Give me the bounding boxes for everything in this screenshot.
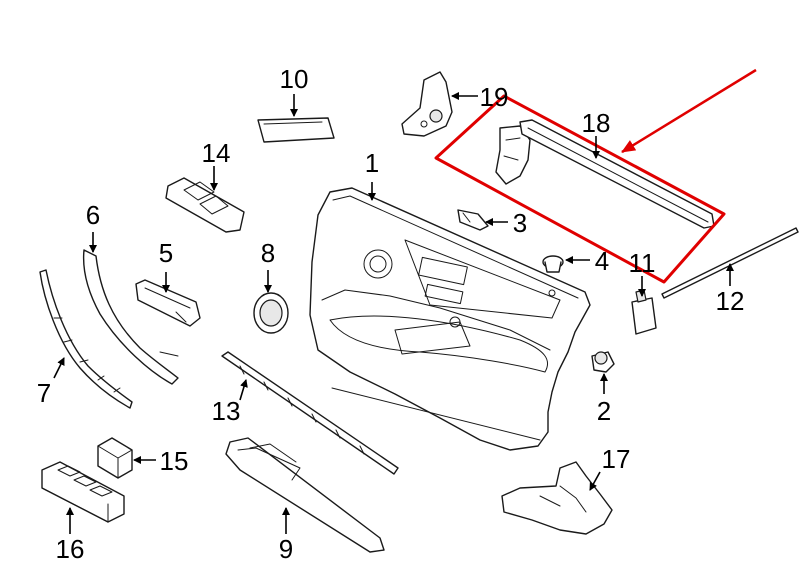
part-19-bracket xyxy=(401,71,453,137)
callout-9: 9 xyxy=(279,534,293,564)
callout-6: 6 xyxy=(86,200,100,230)
callout-18: 18 xyxy=(582,108,611,138)
callout-7: 7 xyxy=(37,378,51,408)
part-17-bracket xyxy=(501,461,613,535)
part-18-window-seal xyxy=(495,119,715,229)
part-8-speaker-grille xyxy=(253,292,289,334)
callout-13: 13 xyxy=(212,396,241,426)
part-5-switch-housing xyxy=(135,279,201,327)
part-9-armrest-trim xyxy=(225,437,385,553)
callout-12: 12 xyxy=(716,286,745,316)
part-4-grommet xyxy=(542,255,564,273)
callout-15: 15 xyxy=(160,446,189,476)
callout-8: 8 xyxy=(261,238,275,268)
callout-17: 17 xyxy=(602,444,631,474)
part-10-lamp-lens xyxy=(257,117,335,143)
callout-4: 4 xyxy=(595,246,609,276)
callout-19: 19 xyxy=(480,82,509,112)
callout-10: 10 xyxy=(280,64,309,94)
part-11-connector xyxy=(631,289,657,335)
part-14-window-switch xyxy=(165,177,245,233)
callout-14: 14 xyxy=(202,138,231,168)
part-16-master-switch xyxy=(41,461,125,523)
callout-16: 16 xyxy=(56,534,85,564)
highlight-box xyxy=(434,94,726,284)
callout-3: 3 xyxy=(513,208,527,238)
callout-labels: 1 2 3 4 5 6 7 8 9 10 11 12 13 14 15 16 1… xyxy=(37,64,745,564)
highlight-arrow xyxy=(621,68,757,154)
callout-1: 1 xyxy=(365,148,379,178)
part-15-switch xyxy=(97,437,133,479)
highlight-group xyxy=(434,68,757,284)
part-3-latch xyxy=(457,209,489,231)
callout-5: 5 xyxy=(159,238,173,268)
callout-2: 2 xyxy=(597,396,611,426)
part-2-clip xyxy=(591,351,615,373)
leader-lines xyxy=(53,92,734,534)
part-1-door-trim-panel xyxy=(309,187,591,451)
part-6-trim-strip xyxy=(82,249,179,385)
part-7-trim-strip xyxy=(39,269,133,409)
part-13-clip-strip xyxy=(221,351,399,475)
callout-11: 11 xyxy=(629,248,656,278)
